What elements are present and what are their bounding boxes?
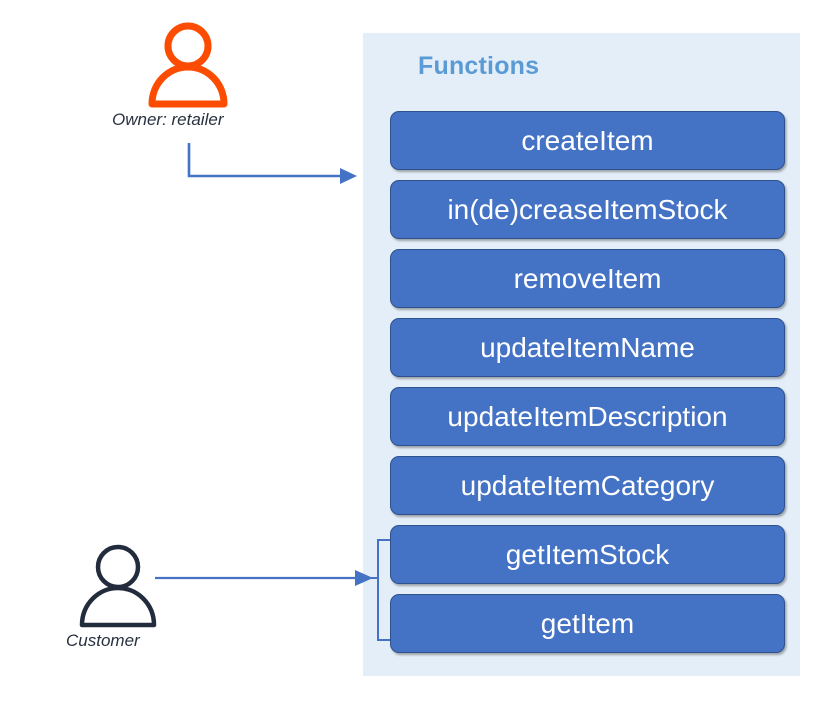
owner-arrow [187,143,357,184]
panel-title: Functions [418,52,540,80]
function-box[interactable]: removeItem [390,249,785,308]
function-box[interactable]: updateItemCategory [390,456,785,515]
function-box[interactable]: getItem [390,594,785,653]
function-box[interactable]: updateItemName [390,318,785,377]
function-box[interactable]: updateItemDescription [390,387,785,446]
customer-label: Customer [66,631,140,650]
customer-arrow [155,570,373,586]
owner-actor [146,20,230,113]
function-box[interactable]: in(de)creaseItemStock [390,180,785,239]
person-icon [148,22,228,108]
function-list: createItem in(de)creaseItemStock removeI… [390,111,785,653]
function-box[interactable]: getItemStock [390,525,785,584]
customer-actor [76,541,160,634]
person-icon [79,544,157,628]
function-box[interactable]: createItem [390,111,785,170]
owner-label: Owner: retailer [112,110,224,129]
